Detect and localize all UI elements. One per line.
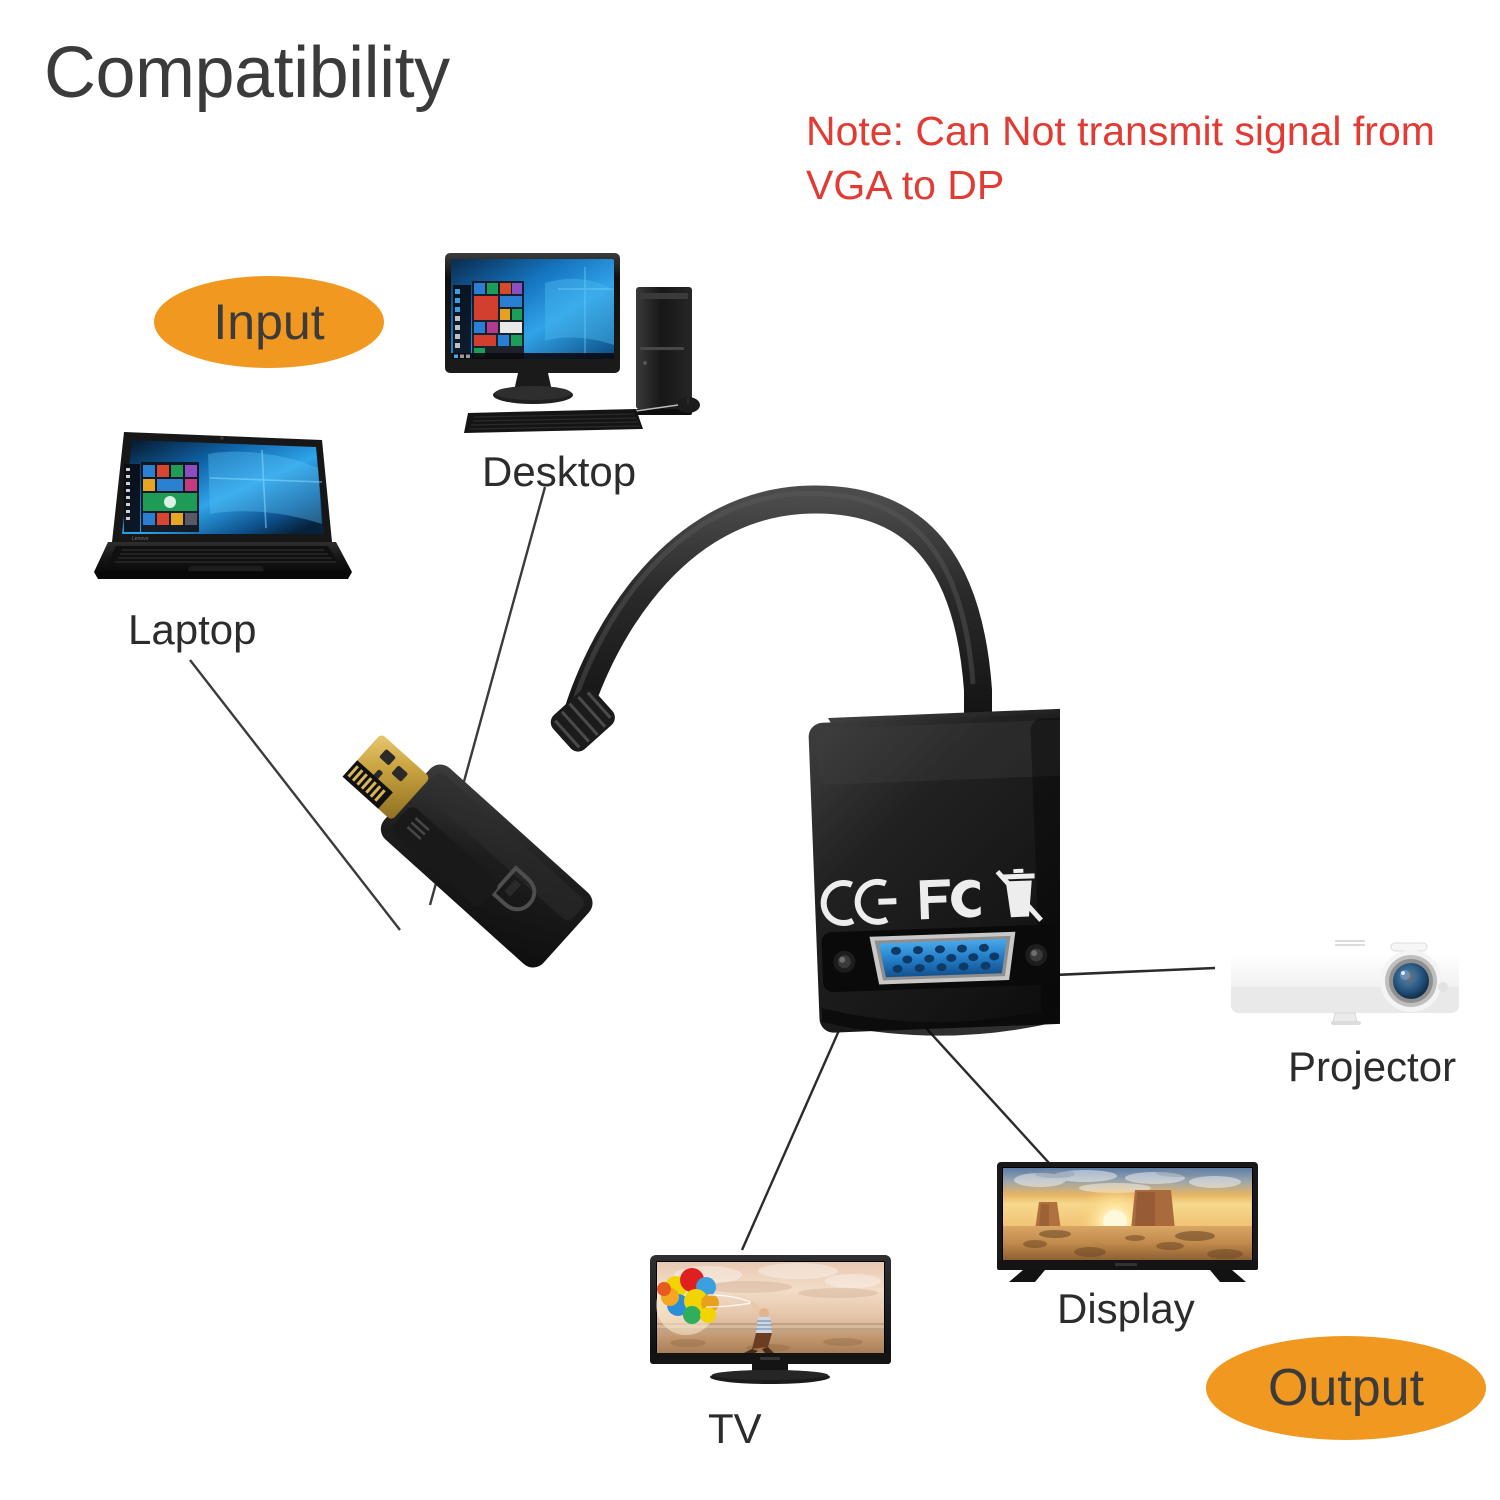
warning-note: Note: Can Not transmit signal from VGA t… [806,108,1435,209]
projector-image [1231,933,1459,1025]
adapter-body [808,708,1060,1036]
ce-mark-icon [820,878,897,926]
displayport-to-vga-adapter [342,485,1060,1036]
svg-text:Lenovo: Lenovo [132,536,149,542]
displayport-logo-icon [490,865,537,912]
fcc-mark-icon [919,879,981,920]
tv-image [650,1255,891,1384]
input-badge-label: Input [213,294,325,350]
display-monitor-image [997,1162,1258,1282]
vga-pin-holes [890,943,1000,973]
balloons-icon [657,1268,719,1324]
projector-lens-icon [1393,963,1429,999]
laptop-image: Lenovo [94,432,352,579]
displayport-connector [342,735,593,968]
certification-marks [820,868,1043,926]
device-label-display: Display [1057,1285,1195,1332]
device-label-tv: TV [708,1405,762,1452]
output-badge-label: Output [1267,1359,1425,1417]
vga-screw-left [833,950,856,973]
output-badge: Output [1206,1336,1486,1440]
adapter-cable [559,485,992,744]
device-label-laptop: Laptop [128,606,257,653]
device-label-desktop: Desktop [482,448,637,495]
vga-blue-insert [878,939,1007,978]
vga-port [821,924,1060,993]
input-badge: Input [154,276,384,368]
vga-screw-right [1025,943,1048,966]
desktop-computer-image [445,253,700,433]
leader-line-tv [740,1009,850,1251]
cable-strain-relief [550,688,615,752]
device-label-projector: Projector [1288,1043,1457,1090]
weee-mark-icon [995,868,1043,922]
page-title: Compatibility [44,33,450,113]
